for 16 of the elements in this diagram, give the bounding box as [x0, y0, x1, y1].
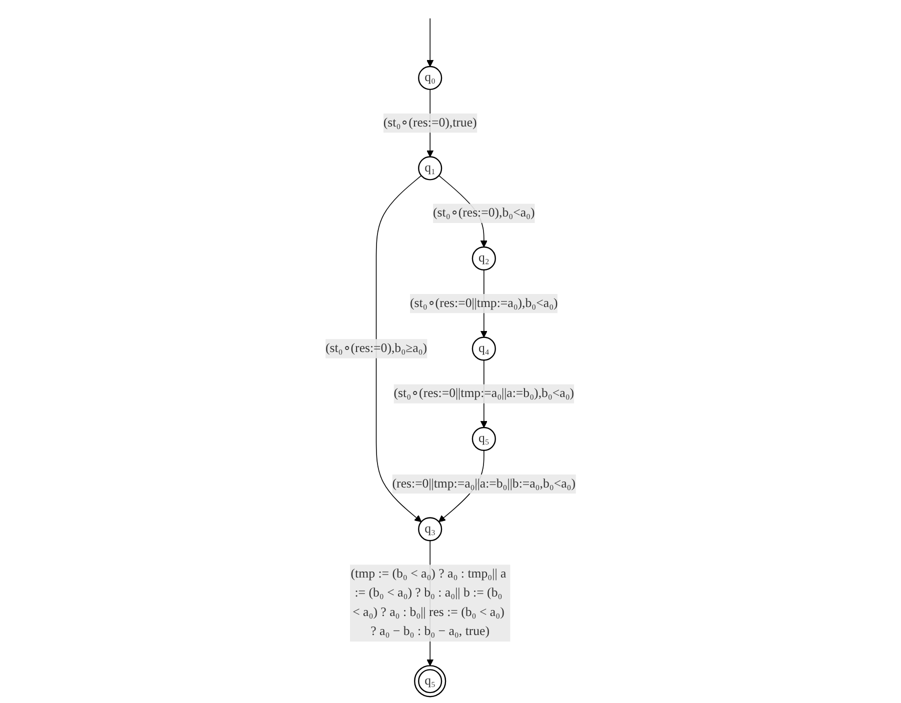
edge-label: (tmp := (b₀ < a₀) ? a₀ : tmp₀|| a := (b₀ < a₀) ? b₀ : a₀|| b := (b₀ < a₀) ? a₀ : b₀|| res := (b₀ < a₀) ? a₀ − b₀ : b₀ − a₀, true): [350, 567, 506, 638]
node-circle: q₅: [472, 426, 496, 451]
node-circle: q₅: [414, 665, 446, 698]
edge-label: (st₀∘(res:=0),b₀≥a₀): [325, 341, 428, 356]
node-circle: q₀: [418, 66, 442, 90]
node-circle: q₄: [472, 336, 496, 361]
arrow: [426, 18, 434, 67]
node-circle: q₂: [472, 246, 496, 271]
edge-label: (st₀∘(res:=0||tmp:=a₀||a:=b₀),b₀<a₀): [394, 386, 574, 400]
node-circle: q₁: [418, 156, 442, 180]
edge-label: (st₀∘(res:=0||tmp:=a₀),b₀<a₀): [410, 296, 558, 310]
edge-label: (st₀∘(res:=0),true): [383, 116, 477, 130]
node-circle: q₃: [418, 517, 442, 542]
edge-label: (res:=0||tmp:=a₀||a:=b₀||b:=a₀,b₀<a₀): [392, 476, 576, 490]
edge-label: (st₀∘(res:=0),b₀<a₀): [433, 206, 535, 220]
arrow: [376, 175, 422, 522]
